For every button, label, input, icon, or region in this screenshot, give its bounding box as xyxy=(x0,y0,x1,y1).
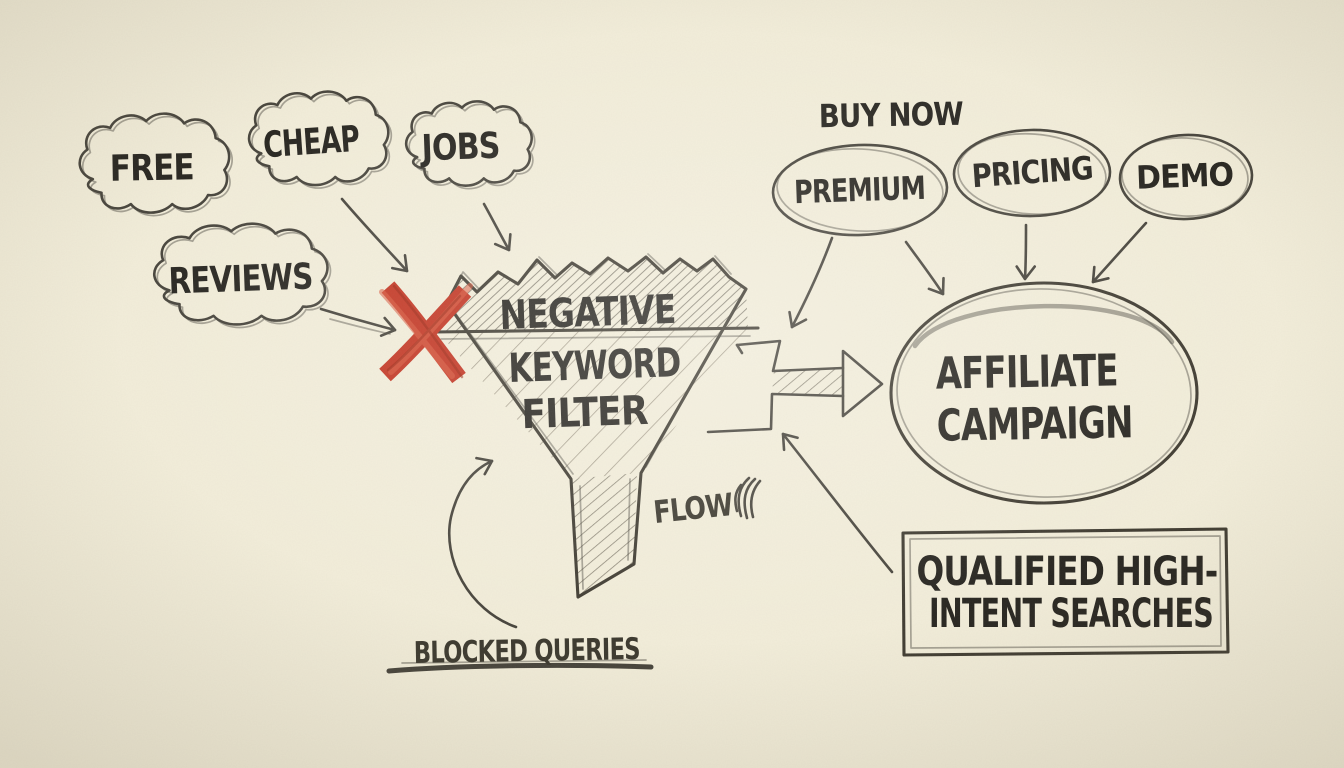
sketch-canvas: FREE CHEAP JOBS REVIEWS NEGATIVE KEYWORD… xyxy=(0,0,1344,768)
hand-drawn-negative-keyword-diagram: FREE CHEAP JOBS REVIEWS NEGATIVE KEYWORD… xyxy=(0,0,1344,768)
paper-grain-texture xyxy=(0,0,1344,768)
